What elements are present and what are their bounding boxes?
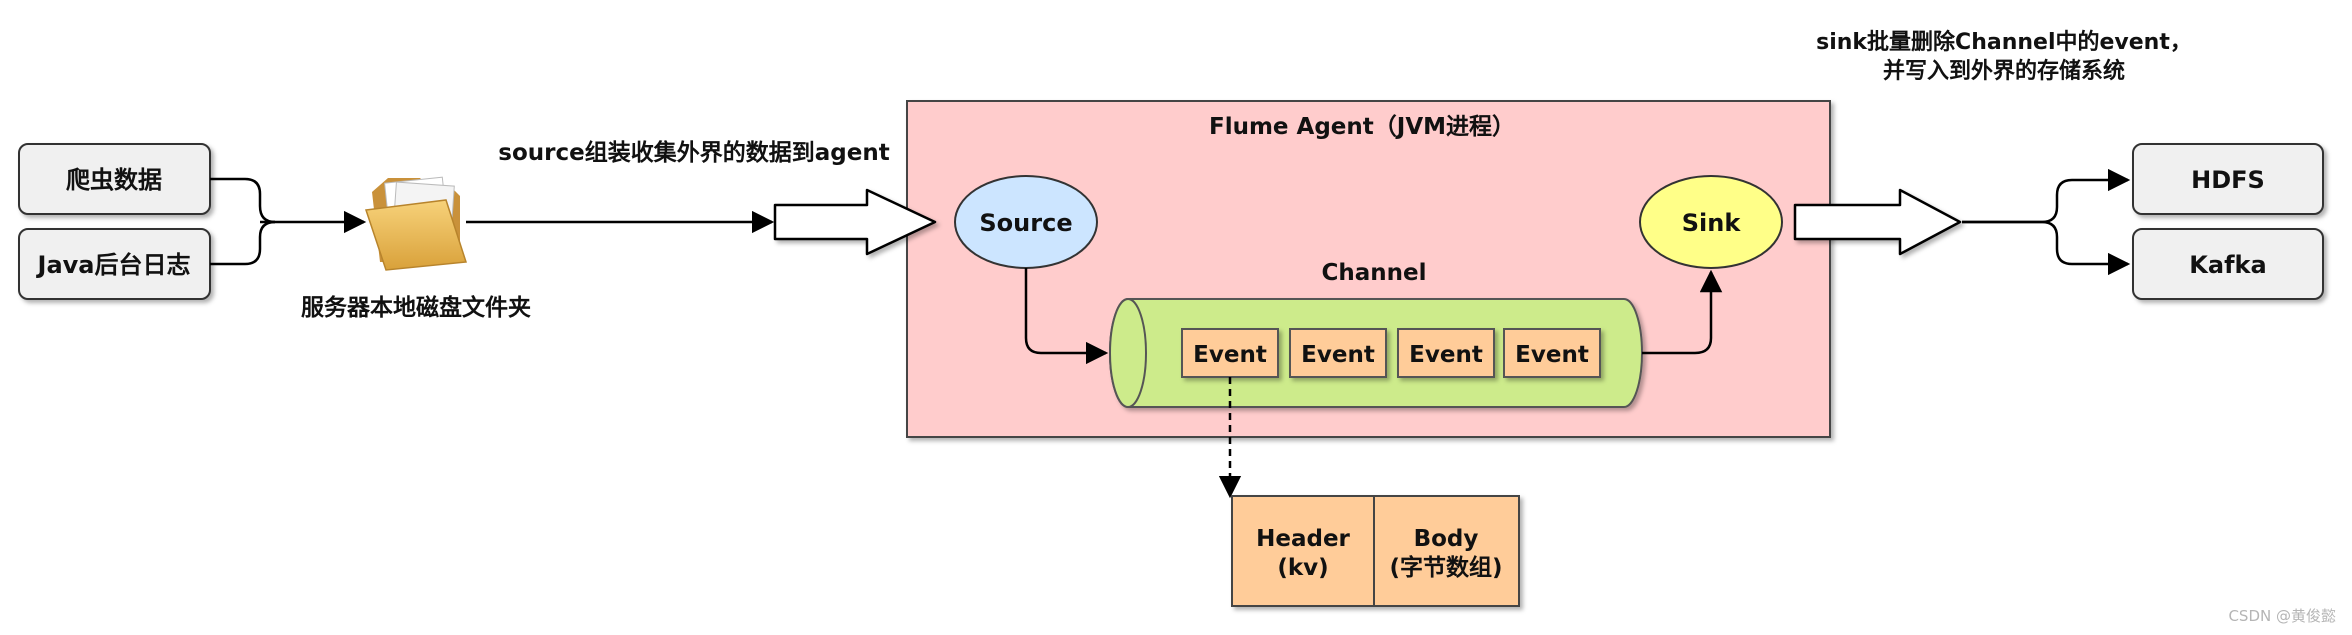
event-label-1: Event (1193, 342, 1267, 368)
connector-java-to-folder (210, 220, 276, 266)
sink-annotation-line1: sink批量删除Channel中的event， (1816, 29, 2192, 55)
output-box-hdfs: HDFS (2132, 143, 2324, 215)
block-arrow-out-of-agent (1793, 188, 1962, 256)
folder-label: 服务器本地磁盘文件夹 (301, 294, 531, 321)
input-box-java-log: Java后台日志 (18, 228, 211, 300)
arrow-to-hdfs (1962, 168, 2131, 224)
output-label-hdfs: HDFS (2191, 166, 2265, 194)
agent-title: Flume Agent（JVM进程） (1209, 113, 1515, 140)
event-box-4: Event (1503, 328, 1601, 378)
event-body-label: Body (1414, 526, 1479, 552)
output-box-kafka: Kafka (2132, 228, 2324, 300)
arrow-channel-to-sink (1642, 269, 1723, 355)
event-box-1: Event (1181, 328, 1279, 378)
input-label-java-log: Java后台日志 (36, 251, 191, 279)
watermark: CSDN @黄俊懿 (2228, 607, 2336, 625)
output-label-kafka: Kafka (2189, 251, 2266, 279)
source-annotation: source组装收集外界的数据到agent (498, 139, 889, 166)
channel-label: Channel (1321, 260, 1426, 286)
folder-icon (364, 176, 467, 271)
event-header-label: Header (1256, 526, 1350, 552)
block-arrow-into-agent (773, 188, 937, 256)
sink-annotation-line2: 并写入到外界的存储系统 (1883, 58, 2125, 84)
event-label-3: Event (1409, 342, 1483, 368)
sink-node (1639, 175, 1783, 269)
input-label-crawler: 爬虫数据 (66, 166, 162, 194)
event-box-2: Event (1289, 328, 1387, 378)
event-header-sub: (kv) (1277, 555, 1328, 581)
event-label-2: Event (1301, 342, 1375, 368)
source-label: Source (979, 209, 1072, 237)
event-body-sub: (字节数组) (1389, 554, 1502, 581)
arrow-source-to-channel (1024, 268, 1109, 365)
arrow-to-kafka (1962, 220, 2131, 276)
event-box-3: Event (1397, 328, 1495, 378)
connector-crawler-to-folder (210, 177, 276, 224)
sink-label: Sink (1682, 209, 1742, 237)
event-label-4: Event (1515, 342, 1589, 368)
event-detail-box (1231, 495, 1520, 607)
input-box-crawler: 爬虫数据 (18, 143, 211, 215)
